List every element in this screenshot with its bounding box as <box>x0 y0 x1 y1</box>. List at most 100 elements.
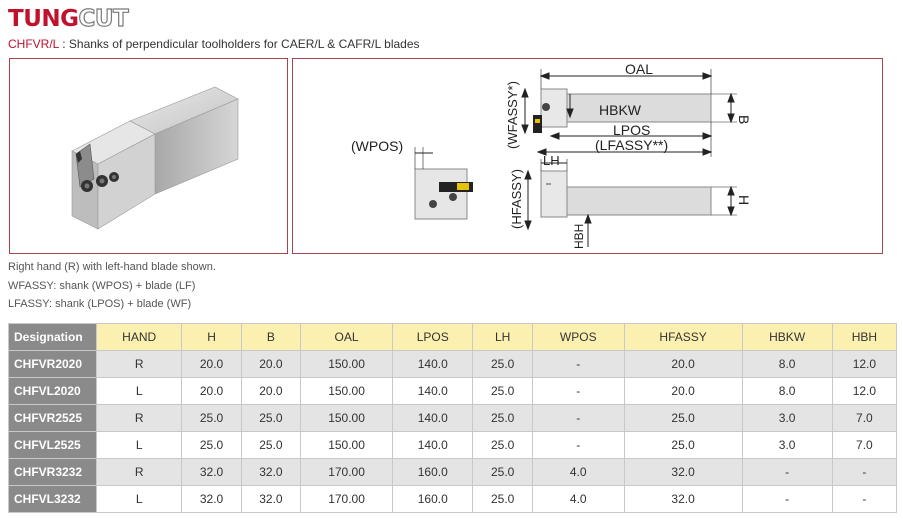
table-cell: 12.0 <box>831 377 898 405</box>
table-cell: 32.0 <box>240 485 302 513</box>
table-row: CHFVL2525 L 25.0 25.0 150.00 140.0 25.0 … <box>8 431 898 459</box>
table-cell: 25.0 <box>623 404 743 432</box>
label-hfassy: (HFASSY) <box>509 169 524 229</box>
table-cell: 8.0 <box>741 377 833 405</box>
table-cell: 32.0 <box>181 485 242 513</box>
table-cell: 4.0 <box>531 458 625 486</box>
technical-drawing-panel: OAL HBKW B (WFASSY*) LPOS (LFASSY**) (WP… <box>292 58 883 254</box>
table-cell: CHFVL2020 <box>8 377 97 405</box>
label-h: H <box>736 195 752 205</box>
table-cell: 140.0 <box>391 431 474 459</box>
table-cell: L <box>95 431 183 459</box>
table-cell: 32.0 <box>623 458 743 486</box>
page-subtitle: CHFVR/L : Shanks of perpendicular toolho… <box>8 37 420 51</box>
table-cell: 20.0 <box>240 350 302 378</box>
table-cell: 20.0 <box>240 377 302 405</box>
note-line: LFASSY: shank (LPOS) + blade (WF) <box>8 298 192 310</box>
subtitle-text: : Shanks of perpendicular toolholders fo… <box>58 37 420 51</box>
table-cell: 160.0 <box>391 458 474 486</box>
label-wpos: (WPOS) <box>351 138 403 154</box>
table-cell: L <box>95 485 183 513</box>
table-cell: 25.0 <box>472 404 533 432</box>
table-cell: 12.0 <box>831 350 898 378</box>
table-cell: - <box>531 350 625 378</box>
table-cell: 20.0 <box>181 350 242 378</box>
table-row: CHFVR2020 R 20.0 20.0 150.00 140.0 25.0 … <box>8 350 898 378</box>
table-cell: 7.0 <box>831 404 898 432</box>
table-cell: 140.0 <box>391 350 474 378</box>
table-cell: 20.0 <box>623 377 743 405</box>
table-cell: 25.0 <box>472 485 533 513</box>
table-cell: 25.0 <box>240 404 302 432</box>
table-cell: 150.00 <box>300 350 393 378</box>
table-cell: 150.00 <box>300 404 393 432</box>
table-cell: 8.0 <box>741 350 833 378</box>
table-cell: CHFVL3232 <box>8 485 97 513</box>
table-cell: 3.0 <box>741 431 833 459</box>
table-cell: 32.0 <box>623 485 743 513</box>
table-cell: R <box>95 350 183 378</box>
table-cell: - <box>741 458 833 486</box>
table-cell: 3.0 <box>741 404 833 432</box>
table-cell: 25.0 <box>472 377 533 405</box>
logo-tung: TUNG <box>8 6 79 32</box>
table-cell: R <box>95 404 183 432</box>
column-header: OAL <box>300 323 393 351</box>
table-cell: R <box>95 458 183 486</box>
technical-drawing: OAL HBKW B (WFASSY*) LPOS (LFASSY**) (WP… <box>351 61 752 249</box>
specifications-table: Designation HAND H B OAL LPOS LH WPOS HF… <box>8 323 898 513</box>
table-row: CHFVR3232 R 32.0 32.0 170.00 160.0 25.0 … <box>8 458 898 486</box>
table-cell: 25.0 <box>472 431 533 459</box>
note-line: WFASSY: shank (WPOS) + blade (LF) <box>8 279 196 292</box>
table-cell: 25.0 <box>240 431 302 459</box>
column-header: HBH <box>831 323 898 351</box>
column-header: HFASSY <box>623 323 743 351</box>
table-cell: 20.0 <box>623 350 743 378</box>
label-wfassy: (WFASSY*) <box>505 81 520 149</box>
label-lfassy: (LFASSY**) <box>595 137 668 153</box>
table-cell: - <box>831 458 898 486</box>
table-cell: 7.0 <box>831 431 898 459</box>
table-cell: 150.00 <box>300 377 393 405</box>
table-cell: 160.0 <box>391 485 474 513</box>
footnotes: Right hand (R) with left-hand blade show… <box>8 258 216 314</box>
table-cell: L <box>95 377 183 405</box>
table-cell: 150.00 <box>300 431 393 459</box>
table-cell: 4.0 <box>531 485 625 513</box>
table-cell: 25.0 <box>472 458 533 486</box>
table-cell: 32.0 <box>240 458 302 486</box>
table-cell: 170.00 <box>300 485 393 513</box>
column-header: H <box>181 323 242 351</box>
table-row: CHFVR2525 R 25.0 25.0 150.00 140.0 25.0 … <box>8 404 898 432</box>
table-header-row: Designation HAND H B OAL LPOS LH WPOS HF… <box>8 323 898 351</box>
column-header: B <box>240 323 302 351</box>
table-cell: 32.0 <box>181 458 242 486</box>
table-cell: - <box>531 404 625 432</box>
table-cell: - <box>741 485 833 513</box>
column-header: LH <box>472 323 533 351</box>
table-cell: 170.00 <box>300 458 393 486</box>
table-cell: 25.0 <box>623 431 743 459</box>
table-row: CHFVL2020 L 20.0 20.0 150.00 140.0 25.0 … <box>8 377 898 405</box>
label-lpos: LPOS <box>613 122 650 138</box>
product-code: CHFVR/L <box>8 37 59 51</box>
table-cell: CHFVL2525 <box>8 431 97 459</box>
column-header: LPOS <box>391 323 474 351</box>
table-cell: 140.0 <box>391 377 474 405</box>
label-oal: OAL <box>625 61 653 77</box>
table-cell: 25.0 <box>181 431 242 459</box>
product-render-panel <box>9 58 288 254</box>
table-cell: - <box>831 485 898 513</box>
table-row: CHFVL3232 L 32.0 32.0 170.00 160.0 25.0 … <box>8 485 898 513</box>
note-line: Right hand (R) with left-hand blade show… <box>8 261 216 273</box>
table-cell: CHFVR3232 <box>8 458 97 486</box>
table-cell: CHFVR2525 <box>8 404 97 432</box>
brand-logo: TUNGCUT <box>8 5 129 32</box>
table-cell: - <box>531 431 625 459</box>
column-header: HBKW <box>741 323 833 351</box>
table-cell: 140.0 <box>391 404 474 432</box>
table-cell: CHFVR2020 <box>8 350 97 378</box>
column-header: HAND <box>95 323 183 351</box>
table-cell: 25.0 <box>472 350 533 378</box>
table-cell: 25.0 <box>181 404 242 432</box>
